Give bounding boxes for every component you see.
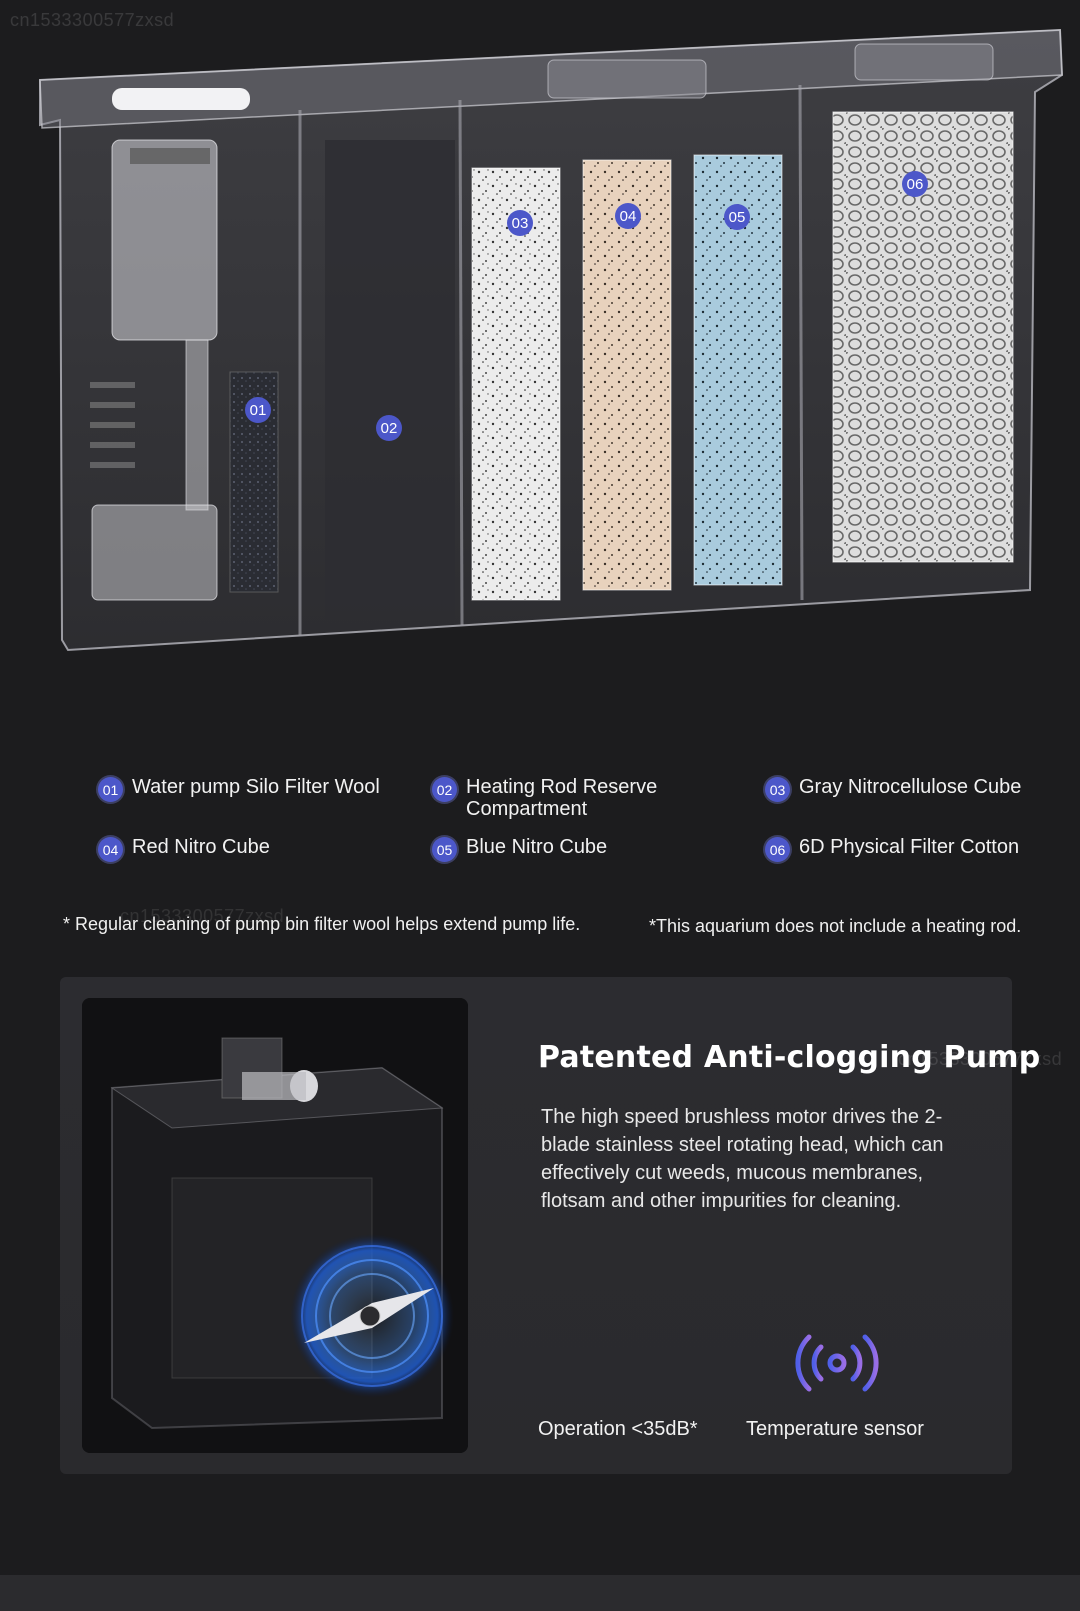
legend-badge: 05 xyxy=(432,837,457,862)
legend-label: Gray Nitrocellulose Cube xyxy=(799,776,1022,798)
watermark-right: cn1533300577zxsd xyxy=(898,1049,1063,1069)
pump-hub xyxy=(359,1305,381,1327)
signal-broadcast-icon xyxy=(795,1334,879,1392)
note-pump-cleaning: * Regular cleaning of pump bin filter wo… xyxy=(63,914,581,934)
red-cube-block xyxy=(582,159,672,591)
sound-wave-icon xyxy=(584,1331,642,1395)
legend-label: Water pump Silo Filter Wool xyxy=(132,776,380,798)
lid-block xyxy=(547,59,707,99)
legend-item-05: 05 Blue Nitro Cube xyxy=(432,836,736,862)
legend-item-06: 06 6D Physical Filter Cotton xyxy=(765,836,1069,862)
legend-item-03: 03 Gray Nitrocellulose Cube xyxy=(765,776,1069,802)
pump-cap xyxy=(112,88,250,110)
diagram-badge-02-text: 02 xyxy=(381,420,398,437)
divider xyxy=(798,84,804,601)
pump-illustration xyxy=(82,998,468,1453)
gray-cube-block xyxy=(471,167,561,601)
lid-block xyxy=(854,43,994,81)
diagram-badge-05: 05 xyxy=(724,204,750,230)
legend-badge: 03 xyxy=(765,777,790,802)
feature-label-noise: Operation <35dB* xyxy=(538,1418,698,1440)
filter-compartment-diagram: 01 02 03 04 05 06 xyxy=(39,28,1064,652)
watermark-top: cn1533300577zxsd xyxy=(10,10,175,30)
diagram-badge-01-text: 01 xyxy=(250,402,267,419)
diagram-badge-05-text: 05 xyxy=(729,209,746,226)
legend-item-01: 01 Water pump Silo Filter Wool xyxy=(98,776,402,802)
legend-label: Blue Nitro Cube xyxy=(466,836,608,858)
diagram-badge-01: 01 xyxy=(245,397,271,423)
watermark-mid: cn1533300577zxsd xyxy=(120,906,285,926)
diagram-badge-03-text: 03 xyxy=(512,215,529,232)
bottom-strip xyxy=(0,1575,1080,1611)
pump-base xyxy=(91,504,218,601)
diagram-badge-03: 03 xyxy=(507,210,533,236)
legend-label: Heating Rod Reserve Compartment xyxy=(466,776,658,820)
pump-housing xyxy=(111,139,218,341)
pump-title: Patented Anti-clogging Pump xyxy=(538,1040,1041,1075)
pump-description: The high speed brushless motor drives th… xyxy=(541,1106,944,1212)
diagram-badge-06-text: 06 xyxy=(907,176,924,193)
vent-slats xyxy=(90,382,135,468)
diagram-badge-02: 02 xyxy=(376,415,402,441)
legend-badge: 01 xyxy=(98,777,123,802)
diagram-badges: 01 02 03 04 05 06 xyxy=(245,171,928,441)
legend-label: Red Nitro Cube xyxy=(132,836,270,858)
divider xyxy=(458,99,464,626)
legend-item-04: 04 Red Nitro Cube xyxy=(98,836,402,862)
heating-compartment xyxy=(325,140,455,620)
pump-grille xyxy=(130,148,210,164)
diagram-badge-06: 06 xyxy=(902,171,928,197)
legend-badge: 06 xyxy=(765,837,790,862)
pump-illustration-svg xyxy=(82,998,468,1453)
note-heating-rod: *This aquarium does not include a heatin… xyxy=(649,916,1022,936)
legend-badge: 04 xyxy=(98,837,123,862)
pump-tube-shaft xyxy=(242,1072,306,1100)
feature-label-temperature: Temperature sensor xyxy=(746,1418,924,1440)
legend-item-02: 02 Heating Rod Reserve Compartment xyxy=(432,776,676,820)
legend-badge: 02 xyxy=(432,777,457,802)
legend-label: 6D Physical Filter Cotton xyxy=(799,836,1020,858)
diagram-badge-04: 04 xyxy=(615,203,641,229)
diagram-badge-04-text: 04 xyxy=(620,208,637,225)
pump-pipe xyxy=(185,339,209,511)
